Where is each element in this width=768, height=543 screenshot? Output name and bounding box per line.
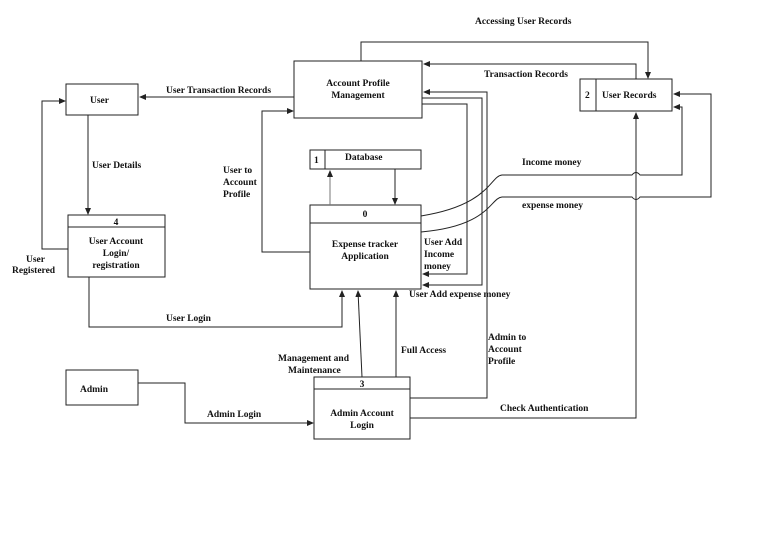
svg-text:Admin Login: Admin Login — [207, 410, 262, 420]
svg-text:Check Authentication: Check Authentication — [500, 404, 589, 414]
svg-text:Management and: Management and — [278, 354, 350, 364]
node-account-profile-management: Account Profile Management — [293, 60, 423, 119]
svg-text:Account Profile: Account Profile — [326, 79, 389, 89]
svg-text:User Account: User Account — [89, 237, 144, 247]
flow-expense-money: expense money — [420, 91, 712, 233]
svg-text:2: 2 — [585, 91, 590, 101]
node-admin: Admin — [65, 369, 139, 406]
svg-text:Management: Management — [331, 91, 385, 101]
flow-user-details: User Details — [85, 115, 141, 215]
svg-text:User Login: User Login — [166, 314, 212, 324]
flow-admin-to-account-profile: Admin to Account Profile — [410, 89, 527, 399]
svg-text:Database: Database — [345, 153, 382, 163]
flow-admin-login: Admin Login — [138, 382, 314, 426]
svg-text:money: money — [424, 262, 451, 272]
svg-text:Account: Account — [488, 345, 523, 355]
flow-user-add-income: User Add Income money — [422, 103, 468, 277]
svg-text:Admin Account: Admin Account — [330, 409, 394, 419]
svg-text:1: 1 — [314, 156, 319, 166]
svg-text:User: User — [26, 255, 46, 265]
svg-text:Application: Application — [341, 252, 389, 262]
svg-text:Login/: Login/ — [103, 249, 130, 259]
svg-text:Expense tracker: Expense tracker — [332, 240, 399, 250]
flow-user-registered: User Registered — [12, 98, 68, 276]
svg-text:expense money: expense money — [522, 201, 583, 211]
svg-text:User Add: User Add — [424, 238, 463, 248]
datastore-user-records: 2 User Records — [579, 78, 673, 112]
svg-text:Full Access: Full Access — [401, 346, 446, 356]
flow-user-transaction-records: User Transaction Records — [139, 86, 294, 100]
svg-text:User Transaction Records: User Transaction Records — [166, 86, 271, 96]
svg-text:Income money: Income money — [522, 158, 582, 168]
svg-text:Accessing User Records: Accessing User Records — [475, 17, 572, 27]
flow-user-login: User Login — [88, 277, 345, 328]
node-user: User — [65, 83, 139, 116]
svg-text:Login: Login — [350, 421, 374, 431]
svg-text:Maintenance: Maintenance — [288, 366, 341, 376]
flow-management-maintenance: Management and Maintenance — [278, 290, 363, 378]
process-expense-tracker: 0 Expense tracker Application — [309, 204, 422, 290]
svg-text:User Records: User Records — [602, 91, 657, 101]
flow-full-access: Full Access — [393, 290, 446, 377]
svg-text:4: 4 — [114, 218, 119, 228]
datastore-database: 1 Database — [309, 149, 422, 170]
svg-text:Transaction Records: Transaction Records — [484, 70, 568, 80]
node-label: User — [90, 96, 110, 106]
svg-text:Registered: Registered — [12, 266, 56, 276]
svg-text:3: 3 — [360, 380, 365, 390]
flow-user-add-expense: User Add expense money — [409, 97, 511, 300]
flow-income-money: Income money — [420, 104, 683, 217]
flow-accessing-user-records: Accessing User Records — [360, 17, 651, 79]
svg-text:Profile: Profile — [223, 190, 250, 200]
svg-text:User Add expense money: User Add expense money — [409, 290, 511, 300]
flow-user-to-account-profile: User to Account Profile — [223, 108, 310, 253]
process-admin-account-login: 3 Admin Account Login — [313, 376, 411, 440]
svg-text:User Details: User Details — [92, 161, 141, 171]
flow-database — [327, 169, 398, 205]
svg-text:Admin to: Admin to — [488, 333, 527, 343]
flow-check-authentication: Check Authentication — [410, 112, 639, 419]
svg-text:registration: registration — [92, 261, 140, 271]
svg-text:Income: Income — [424, 250, 454, 260]
svg-text:User to: User to — [223, 166, 252, 176]
node-label: Admin — [80, 385, 109, 395]
svg-text:0: 0 — [363, 210, 368, 220]
process-user-account-login: 4 User Account Login/ registration — [67, 214, 166, 278]
svg-text:Profile: Profile — [488, 357, 515, 367]
svg-text:Account: Account — [223, 178, 258, 188]
flow-transaction-records: Transaction Records — [423, 61, 637, 80]
